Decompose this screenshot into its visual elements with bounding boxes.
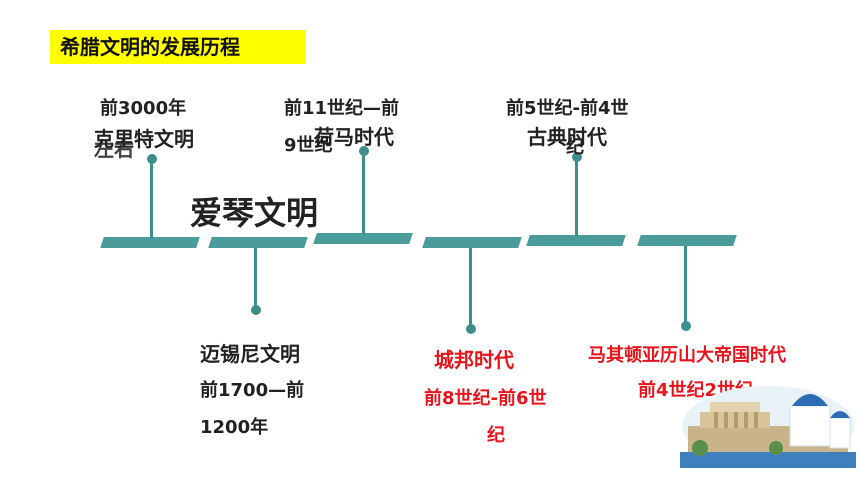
timeline-stem [469, 248, 472, 328]
timeline-stem [575, 158, 578, 236]
timeline-segment [422, 237, 522, 248]
timeline-stem [254, 248, 257, 308]
event-note: 左右 [94, 137, 134, 161]
timeline-segment [313, 233, 413, 244]
timeline-stem [150, 160, 153, 238]
event-name: 马其顿亚历山大帝国时代 [588, 345, 786, 366]
event-date-cont: 纪 [566, 137, 584, 158]
timeline-dot [572, 152, 582, 162]
event-date-cont: 纪 [487, 425, 505, 446]
timeline-segment [100, 237, 200, 248]
timeline-dot [147, 154, 157, 164]
event-name: 迈锡尼文明 [200, 342, 300, 366]
timeline-stem [362, 152, 365, 234]
event-date: 前11世纪—前 [284, 98, 400, 119]
event-name: 克里特文明 [94, 127, 194, 151]
event-date: 前3000年 [100, 98, 187, 119]
event-name: 城邦时代 [434, 348, 514, 372]
timeline-stem [684, 246, 687, 324]
timeline-dot [359, 146, 369, 156]
center-label: 爱琴文明 [190, 194, 319, 232]
timeline-dot [466, 324, 476, 334]
greek-landscape-image [680, 386, 856, 468]
event-date: 前5世纪-前4世 [506, 98, 629, 119]
event-date-cont: 9世纪 [284, 135, 333, 156]
timeline-segment [637, 235, 737, 246]
timeline-dot [251, 305, 261, 315]
timeline-dot [681, 321, 691, 331]
timeline-segment [526, 235, 626, 246]
event-name: 荷马时代 [314, 125, 394, 149]
event-date: 前1700—前 [200, 380, 305, 401]
timeline-segment [208, 237, 308, 248]
event-name: 古典时代 [527, 125, 607, 149]
page-title: 希腊文明的发展历程 [50, 30, 306, 64]
event-date-cont: 1200年 [200, 417, 269, 438]
event-date: 前8世纪-前6世 [424, 388, 547, 409]
